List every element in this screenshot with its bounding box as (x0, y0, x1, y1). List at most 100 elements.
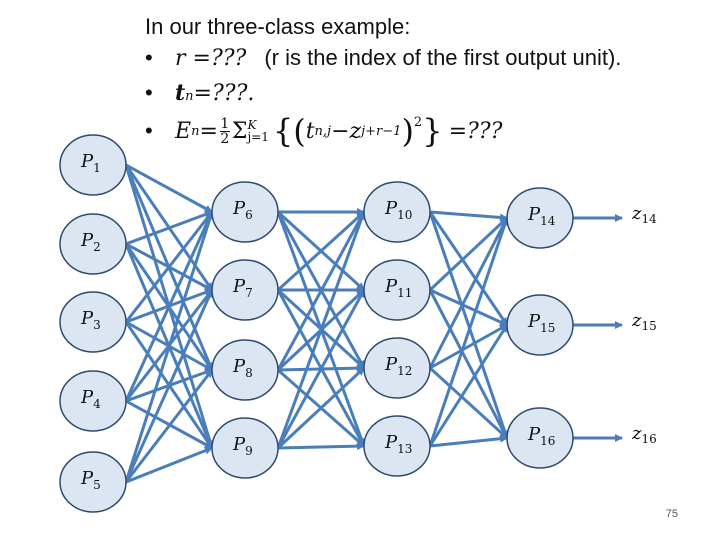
edge-P10-P16 (428, 211, 509, 439)
bullet-list: • r =??? (r is the index of the first ou… (145, 45, 621, 155)
node-label-P15: P15 (527, 311, 555, 335)
square-exponent: 2 (413, 115, 423, 130)
node-circle-P8 (211, 339, 279, 401)
node-label-P4: P4 (80, 387, 101, 411)
node-circle-P9 (211, 417, 279, 479)
node-circle-P4 (59, 370, 127, 432)
node-P12: P12 (363, 337, 431, 399)
edge-P2-P6 (125, 210, 213, 246)
edge-P12-P15 (429, 323, 508, 370)
node-P14: P14 (506, 187, 574, 249)
node-circle-P14 (506, 187, 574, 249)
node-circle-P1 (59, 134, 127, 196)
output-z: z (349, 118, 362, 144)
target-t: t (305, 118, 315, 144)
output-label-z15: z15 (631, 310, 657, 333)
t-equation-rest: =???. (193, 81, 255, 106)
node-circle-P11 (363, 259, 431, 321)
edge-P5-P8 (124, 369, 214, 483)
half-fraction: 1 2 (219, 117, 230, 147)
t-subscript: n (185, 89, 194, 104)
node-circle-P6 (211, 181, 279, 243)
node-P16: P16 (506, 407, 574, 469)
edge-P7-P10 (276, 210, 366, 292)
output-label-z14: z14 (631, 203, 657, 226)
edge-P9-P11 (276, 289, 366, 449)
node-label-P10: P10 (384, 198, 412, 222)
node-label-P1: P1 (80, 151, 101, 175)
node-label-P6: P6 (232, 198, 253, 222)
bullet-glyph: • (145, 45, 153, 70)
node-circle-P2 (59, 213, 127, 275)
node-circle-P16 (506, 407, 574, 469)
node-label-P5: P5 (80, 468, 101, 492)
node-circle-P7 (211, 259, 279, 321)
target-t-sub: n,j (314, 123, 332, 139)
node-label-P7: P7 (232, 276, 253, 300)
bullet-item-r: • r =??? (r is the index of the first ou… (145, 45, 621, 80)
edge-P11-P15 (429, 288, 508, 327)
edge-P9-P13 (277, 442, 365, 451)
node-circle-P15 (506, 294, 574, 356)
node-P13: P13 (363, 415, 431, 477)
node-P10: P10 (363, 181, 431, 243)
node-P9: P9 (211, 417, 279, 479)
node-P7: P7 (211, 259, 279, 321)
node-label-P3: P3 (80, 308, 101, 332)
output-label-z16: z16 (631, 423, 657, 446)
node-P6: P6 (211, 181, 279, 243)
sum-lower: j=1 (247, 130, 269, 144)
edge-P11-P14 (428, 216, 509, 292)
edge-P11-P16 (428, 289, 509, 439)
node-circle-P5 (59, 451, 127, 513)
edge-P1-P6 (125, 163, 213, 214)
node-P1: P1 (59, 134, 127, 196)
node-circle-P13 (363, 415, 431, 477)
edge-P12-P14 (428, 217, 509, 369)
sum-upper: K (247, 118, 257, 132)
node-label-P13: P13 (384, 432, 412, 456)
r-explanation: (r is the index of the first output unit… (264, 45, 622, 70)
edge-P9-P12 (276, 366, 366, 450)
bullet-glyph: • (145, 80, 153, 105)
error-lhs-sub: n (191, 123, 200, 139)
node-P8: P8 (211, 339, 279, 401)
edge-P4-P6 (124, 211, 214, 402)
node-label-P8: P8 (232, 356, 253, 380)
node-P3: P3 (59, 291, 127, 353)
node-P2: P2 (59, 213, 127, 275)
edge-P13-P14 (428, 217, 509, 447)
edge-P5-P6 (124, 211, 214, 483)
edge-P5-P7 (124, 289, 214, 483)
edge-P10-P14 (429, 210, 508, 222)
node-P15: P15 (506, 294, 574, 356)
t-vector: t (175, 80, 186, 106)
edge-P8-P10 (276, 211, 366, 371)
node-P11: P11 (363, 259, 431, 321)
node-P4: P4 (59, 370, 127, 432)
node-label-P12: P12 (384, 354, 412, 378)
node-circle-P10 (363, 181, 431, 243)
edge-P9-P10 (276, 211, 366, 449)
frac-denominator: 2 (220, 130, 230, 147)
error-rhs: =??? (448, 118, 503, 144)
bullet-glyph: • (145, 117, 153, 143)
node-circle-P3 (59, 291, 127, 353)
sum-symbol: Σ (231, 118, 248, 144)
output-z-sub: j+r−1 (361, 123, 402, 139)
edge-P3-P6 (124, 211, 214, 323)
node-label-P16: P16 (527, 424, 555, 448)
node-label-P9: P9 (232, 434, 253, 458)
edge-P10-P15 (428, 211, 509, 326)
page-number: 75 (665, 508, 678, 520)
edge-P13-P16 (429, 434, 508, 448)
connection-edges (124, 163, 623, 484)
edge-P13-P15 (428, 324, 509, 447)
edge-P12-P16 (428, 366, 509, 440)
node-P5: P5 (59, 451, 127, 513)
node-label-P2: P2 (80, 230, 101, 254)
